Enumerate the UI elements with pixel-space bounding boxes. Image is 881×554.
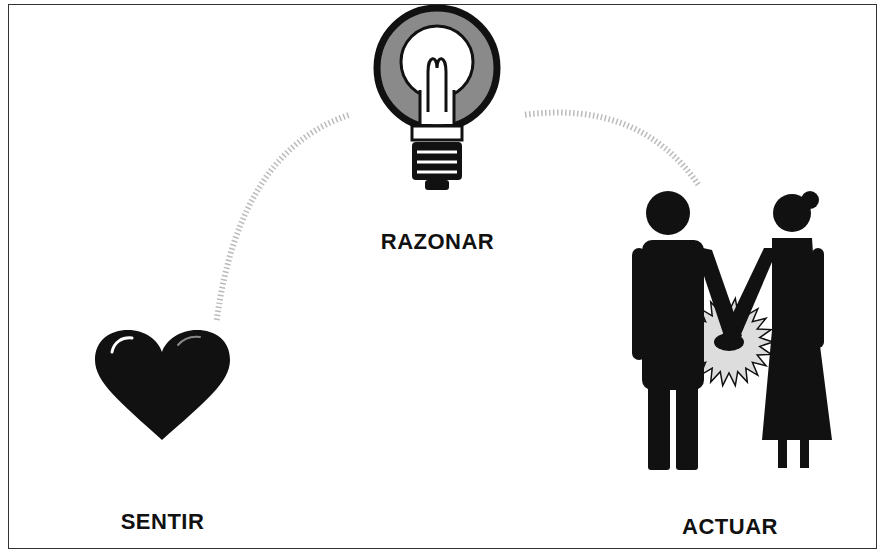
frame-border bbox=[9, 5, 877, 549]
heart-icon bbox=[95, 330, 230, 440]
dotted-arc bbox=[525, 113, 699, 185]
node-label: SENTIR bbox=[121, 509, 205, 535]
dotted-arc bbox=[217, 115, 350, 320]
woman-figure bbox=[722, 191, 832, 468]
node-label: ACTUAR bbox=[682, 514, 778, 540]
handshake-hands bbox=[714, 333, 744, 351]
icon-node: RAZONAR bbox=[350, 0, 525, 255]
node-label: RAZONAR bbox=[381, 229, 495, 255]
lightbulb-icon bbox=[377, 8, 497, 190]
icon-node: ACTUAR bbox=[625, 185, 835, 540]
icon-node: SENTIR bbox=[85, 320, 240, 535]
